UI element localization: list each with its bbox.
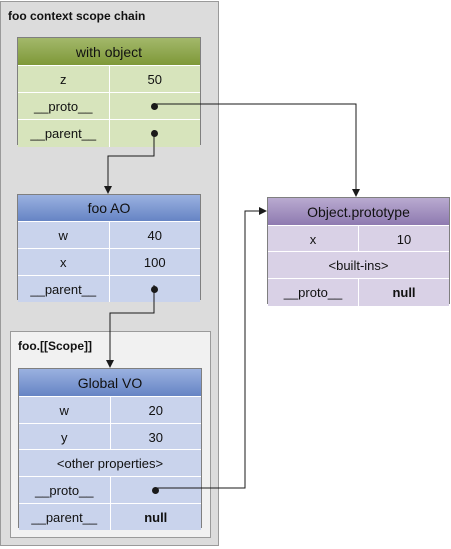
property-value: 40 bbox=[108, 222, 201, 249]
property-name: w bbox=[59, 403, 69, 418]
other-properties: <other properties> bbox=[56, 456, 164, 471]
global-vo-header: Global VO bbox=[19, 369, 201, 396]
pointer-cell bbox=[108, 93, 201, 120]
table-row: z 50 bbox=[18, 65, 200, 93]
property-value: 10 bbox=[358, 226, 449, 252]
with-object-header: with object bbox=[18, 38, 200, 65]
global-vo-title: Global VO bbox=[77, 374, 143, 391]
pointer-dot-icon bbox=[151, 103, 159, 110]
foo-ao-header: foo AO bbox=[18, 195, 200, 221]
builtins: <built-ins> bbox=[328, 258, 389, 273]
property-value: 50 bbox=[108, 66, 201, 93]
table-row: __proto__ bbox=[18, 92, 200, 120]
table-row: __parent__ bbox=[18, 275, 200, 302]
property-name: __parent__ bbox=[30, 126, 97, 141]
property-name: __proto__ bbox=[34, 483, 94, 498]
pointer-dot-icon bbox=[152, 487, 160, 494]
scope-chain-title: foo context scope chain bbox=[8, 9, 146, 23]
property-name: __proto__ bbox=[33, 99, 93, 114]
global-vo-box: Global VO w 20 y 30 <other properties> _… bbox=[18, 368, 202, 530]
property-name: x bbox=[60, 255, 67, 270]
property-name: z bbox=[60, 72, 67, 87]
foo-ao-box: foo AO w 40 x 100 __parent__ bbox=[17, 194, 201, 302]
property-value: 20 bbox=[109, 397, 202, 424]
foo-scope-title: foo.[[Scope]] bbox=[18, 339, 92, 353]
with-object-title: with object bbox=[75, 43, 143, 60]
pointer-dot-icon bbox=[151, 285, 159, 293]
property-value: 30 bbox=[109, 424, 202, 450]
with-object-box: with object z 50 __proto__ __parent__ bbox=[17, 37, 201, 147]
table-row: <built-ins> bbox=[268, 251, 449, 279]
proto-arrow-global-vo-to-object-prototype bbox=[156, 207, 267, 489]
table-row: __proto__ bbox=[19, 476, 201, 504]
property-name: y bbox=[61, 429, 68, 445]
table-row: w 20 bbox=[19, 396, 201, 424]
table-row: x 100 bbox=[18, 248, 200, 276]
table-row: __parent__ bbox=[18, 119, 200, 147]
table-row: <other properties> bbox=[19, 449, 201, 477]
object-prototype-box: Object.prototype x 10 <built-ins> __prot… bbox=[267, 197, 450, 306]
table-row: x 10 bbox=[268, 225, 449, 252]
table-row: w 40 bbox=[18, 221, 200, 249]
foo-ao-title: foo AO bbox=[87, 200, 131, 216]
proto-arrow-with-to-object-prototype bbox=[154, 103, 360, 197]
pointer-dot-icon bbox=[151, 130, 159, 137]
property-name: w bbox=[58, 228, 68, 243]
pointer-cell bbox=[108, 120, 201, 147]
object-prototype-header: Object.prototype bbox=[268, 198, 449, 225]
parent-arrow-with-to-foo-ao bbox=[104, 130, 155, 194]
pointer-cell bbox=[108, 276, 201, 302]
table-row: __proto__ null bbox=[268, 278, 449, 306]
property-name: __parent__ bbox=[30, 281, 97, 297]
pointer-cell bbox=[109, 477, 202, 504]
property-name: __parent__ bbox=[31, 509, 98, 525]
property-name: x bbox=[309, 231, 317, 247]
property-value: null bbox=[358, 279, 449, 306]
property-value: 100 bbox=[108, 249, 201, 276]
table-row: __parent__ null bbox=[19, 503, 201, 530]
parent-arrow-foo-ao-to-global-vo bbox=[106, 285, 155, 368]
table-row: y 30 bbox=[19, 423, 201, 450]
object-prototype-title: Object.prototype bbox=[307, 203, 410, 220]
property-value: null bbox=[109, 504, 202, 530]
property-name: __proto__ bbox=[283, 285, 343, 300]
